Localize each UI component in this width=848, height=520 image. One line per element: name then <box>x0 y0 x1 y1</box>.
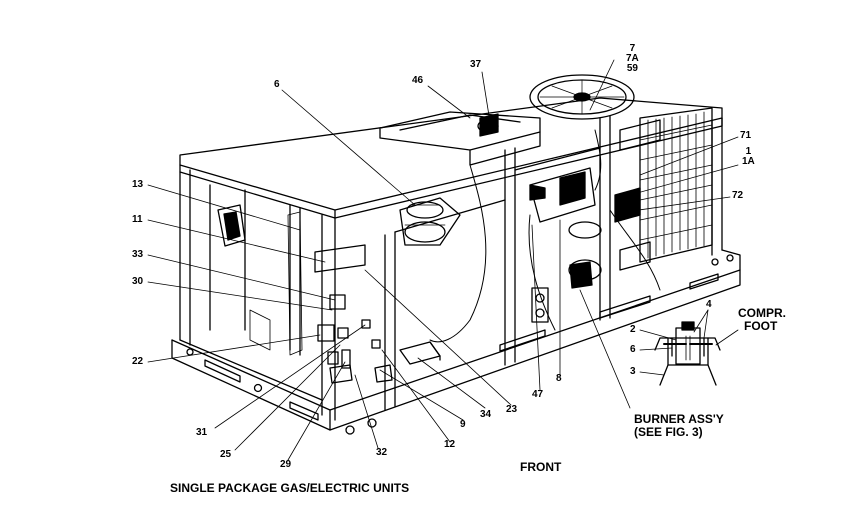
callout-25: 25 <box>220 449 232 460</box>
callout-4: 4 <box>706 299 712 310</box>
callout-34: 34 <box>480 409 492 420</box>
callout-22: 22 <box>132 356 144 367</box>
callout-32: 32 <box>376 447 388 458</box>
left-compartment <box>217 204 441 384</box>
callout-30: 30 <box>132 276 144 287</box>
callout-72: 72 <box>732 190 744 201</box>
callout-13: 13 <box>132 179 144 190</box>
callout-2: 2 <box>630 324 636 335</box>
base-rail <box>171 249 741 435</box>
diagram-caption: SINGLE PACKAGE GAS/ELECTRIC UNITS <box>170 481 410 495</box>
callout-6: 6 <box>274 79 280 90</box>
center-compartment <box>529 119 661 323</box>
callout-23: 23 <box>506 404 518 415</box>
callout-9: 9 <box>460 419 466 430</box>
condenser-fan <box>529 74 635 120</box>
callout-31: 31 <box>196 427 208 438</box>
compressor-foot-label: COMPR. FOOT <box>738 306 786 333</box>
callout-11: 11 <box>132 214 143 225</box>
burner-assembly-label: BURNER ASS'Y (SEE FIG. 3) <box>634 412 724 439</box>
callout-1: 1 1A <box>742 146 755 167</box>
callout-71: 71 <box>740 130 752 141</box>
compressor-foot-detail <box>654 321 721 386</box>
callout-46: 46 <box>412 75 424 86</box>
callout-6-foot: 6 <box>630 344 636 355</box>
callout-8: 8 <box>556 373 562 384</box>
callout-33: 33 <box>132 249 144 260</box>
callout-47: 47 <box>532 389 544 400</box>
callout-29: 29 <box>280 459 292 470</box>
tubing <box>429 129 661 343</box>
front-label: FRONT <box>520 460 562 474</box>
top-blower-assembly <box>379 111 541 166</box>
callout-7: 7 7A 59 <box>626 43 639 74</box>
callout-37: 37 <box>470 59 482 70</box>
cabinet-outline <box>179 97 723 421</box>
leader-lines <box>147 59 739 461</box>
callout-12: 12 <box>444 439 456 450</box>
evaporator-blower <box>399 197 461 246</box>
callout-3: 3 <box>630 366 636 377</box>
